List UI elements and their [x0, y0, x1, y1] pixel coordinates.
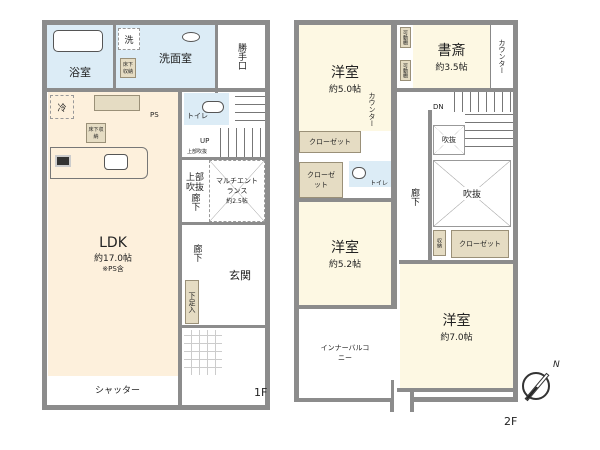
closet-2[interactable]: クローゼット: [299, 162, 343, 198]
kitchen-sink-icon: [104, 154, 128, 170]
wall: [428, 110, 432, 305]
underfloor-storage-wash: 床下収納: [120, 58, 136, 78]
counter-shelf: [94, 95, 140, 111]
wall: [399, 260, 513, 264]
movable-shelf-1: 可動棚: [400, 27, 411, 48]
multi-entrance: マルチエントランス 約2.5帖: [209, 160, 265, 222]
underfloor-storage-ldk: 床下収納: [86, 123, 106, 143]
up-label: UP: [200, 137, 210, 145]
wall: [182, 222, 265, 225]
wall: [215, 25, 218, 93]
compass-north-label: N: [553, 360, 560, 370]
compass-needle: [524, 372, 550, 402]
study-room: 書斎 約3.5帖: [413, 25, 490, 88]
wall: [397, 388, 513, 392]
wall: [182, 157, 265, 160]
stairs-1f[interactable]: [213, 128, 265, 158]
shoe-storage: 下足入: [185, 280, 199, 324]
floor1-label: 1F: [254, 386, 268, 399]
bedroom-5-0: 洋室 約5.0帖: [299, 25, 391, 131]
wall: [391, 25, 397, 305]
stove-icon: [55, 155, 71, 167]
sink-icon: [182, 32, 200, 42]
corridor-upper-void: 上部吹抜 廊下: [182, 160, 208, 225]
back-door[interactable]: 勝手口: [218, 25, 265, 88]
wall: [47, 88, 265, 92]
counter-room-label: カウンター: [368, 92, 376, 127]
bedroom-7-0: 洋室 約7.0帖: [400, 264, 513, 388]
wall: [178, 92, 182, 407]
wall: [182, 325, 265, 328]
washer-space: 洗: [118, 28, 140, 50]
toilet-2f[interactable]: トイレ: [349, 161, 391, 187]
ps-label: PS: [150, 111, 159, 119]
shutter-label: シャッター: [95, 386, 141, 396]
toilet-1f[interactable]: トイレ: [184, 93, 229, 125]
inner-balcony: インナーバルコニー: [299, 310, 391, 398]
ldk-room: LDK 約17.0帖 ※PS含: [48, 92, 178, 376]
fridge-space: 冷: [50, 95, 74, 119]
floor2-label: 2F: [504, 415, 518, 428]
bedroom-5-2: 洋室 約5.2帖: [299, 202, 391, 305]
entrance-hall[interactable]: 玄関: [215, 225, 265, 325]
stairs-2f-side[interactable]: [465, 112, 513, 154]
closet-3[interactable]: クローゼット: [451, 230, 509, 258]
void-small: 吹抜: [433, 125, 465, 155]
upper-void-small-label: 上部吹抜: [187, 149, 208, 155]
entrance-tile-floor: [184, 330, 222, 375]
bathtub-icon: [53, 30, 103, 52]
movable-shelf-2: 可動棚: [400, 60, 411, 81]
wall: [299, 198, 397, 202]
wall: [397, 88, 513, 92]
stairs-1f-upper[interactable]: [235, 93, 265, 128]
toilet-icon: [352, 167, 366, 179]
corridor-1f: 廊下: [182, 225, 212, 280]
storage-2f[interactable]: 収納: [433, 230, 446, 256]
bath-room: 浴室: [47, 25, 113, 88]
dn-label: DN: [433, 103, 444, 111]
void-big: 吹抜: [433, 160, 511, 227]
wall: [113, 25, 116, 90]
stairs-2f[interactable]: [447, 92, 513, 112]
closet-1[interactable]: クローゼット: [299, 131, 361, 153]
toilet-icon: [202, 101, 224, 113]
study-counter: カウンター: [490, 25, 513, 88]
wall: [299, 305, 397, 309]
compass-icon: [522, 372, 550, 402]
